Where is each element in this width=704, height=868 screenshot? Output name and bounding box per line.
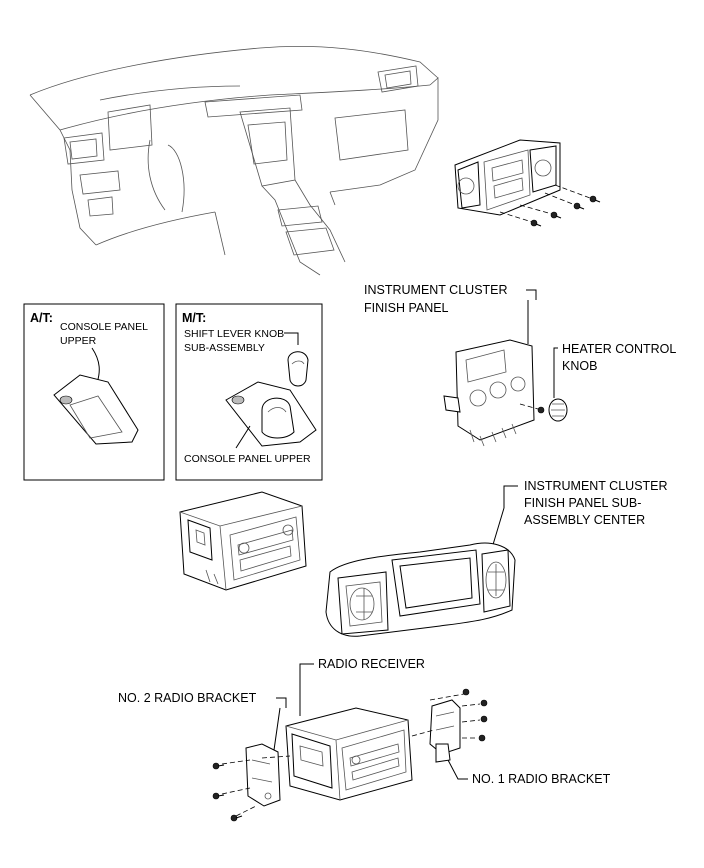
radio-receiver-group: RADIO RECEIVER NO. 2 RADIO BRACKET NO. 1…	[118, 657, 611, 822]
screw-icon	[212, 762, 225, 770]
screw-icon	[573, 202, 585, 210]
screw-icon	[462, 688, 470, 696]
console-panel-upper-mt-label: CONSOLE PANEL UPPER	[184, 453, 311, 465]
inset-mt-title: M/T:	[182, 311, 206, 325]
sub-assembly-center-label-line2: FINISH PANEL SUB-	[524, 496, 641, 510]
instrument-cluster-finish-panel-illustration	[443, 339, 535, 447]
screw-icon	[480, 715, 488, 723]
radio-receiver-illustration	[285, 707, 413, 801]
screw-icon	[537, 406, 545, 414]
screw-icon	[478, 734, 486, 742]
sub-assembly-center-label-line3: ASSEMBLY CENTER	[524, 513, 645, 527]
heater-control-knob-label-line2: KNOB	[562, 359, 597, 373]
console-panel-upper-mt-illustration	[225, 381, 317, 447]
finish-panel-center-illustration	[325, 542, 516, 637]
inset-automatic-transmission: A/T: CONSOLE PANEL UPPER	[23, 303, 165, 481]
inset-at-title: A/T:	[30, 311, 53, 325]
screw-icon	[550, 211, 562, 219]
console-panel-upper-label-line2: UPPER	[60, 335, 97, 347]
shift-lever-knob-label-line2: SUB-ASSEMBLY	[184, 342, 265, 354]
inset-manual-transmission: M/T: SHIFT LEVER KNOB SUB-ASSEMBLY CONSO…	[175, 303, 323, 481]
radio-assembly-illustration	[179, 491, 307, 591]
heater-control-knob-label-line1: HEATER CONTROL	[562, 342, 676, 356]
shift-lever-knob-label-line1: SHIFT LEVER KNOB	[184, 328, 284, 340]
instrument-cluster-finish-panel-label-line1: INSTRUMENT CLUSTER	[364, 283, 508, 297]
console-panel-upper-label-line1: CONSOLE PANEL	[60, 321, 148, 333]
instrument-cluster-finish-panel-group: INSTRUMENT CLUSTER FINISH PANEL HEATER C…	[364, 283, 676, 447]
no1-radio-bracket-label: NO. 1 RADIO BRACKET	[472, 772, 611, 786]
finish-panel-sub-assembly-center-group: INSTRUMENT CLUSTER FINISH PANEL SUB- ASS…	[325, 479, 668, 637]
console-panel-upper-at-illustration	[53, 374, 139, 445]
screw-icon	[589, 195, 601, 203]
screw-icon	[480, 699, 488, 707]
screw-icon	[530, 219, 542, 227]
heater-control-knob-illustration	[548, 398, 568, 422]
sub-assembly-center-label-line1: INSTRUMENT CLUSTER	[524, 479, 668, 493]
no1-radio-bracket-illustration	[429, 699, 461, 763]
screw-icon	[212, 792, 225, 800]
no2-radio-bracket-label: NO. 2 RADIO BRACKET	[118, 691, 257, 705]
shift-lever-knob-illustration	[287, 351, 309, 387]
screw-icon	[230, 814, 243, 822]
dashboard-illustration	[29, 45, 439, 276]
radio-receiver-label: RADIO RECEIVER	[318, 657, 425, 671]
instrument-cluster-finish-panel-label-line2: FINISH PANEL	[364, 301, 449, 315]
instrument-cluster-assembly-illustration	[454, 139, 601, 227]
no2-radio-bracket-illustration	[245, 743, 281, 807]
